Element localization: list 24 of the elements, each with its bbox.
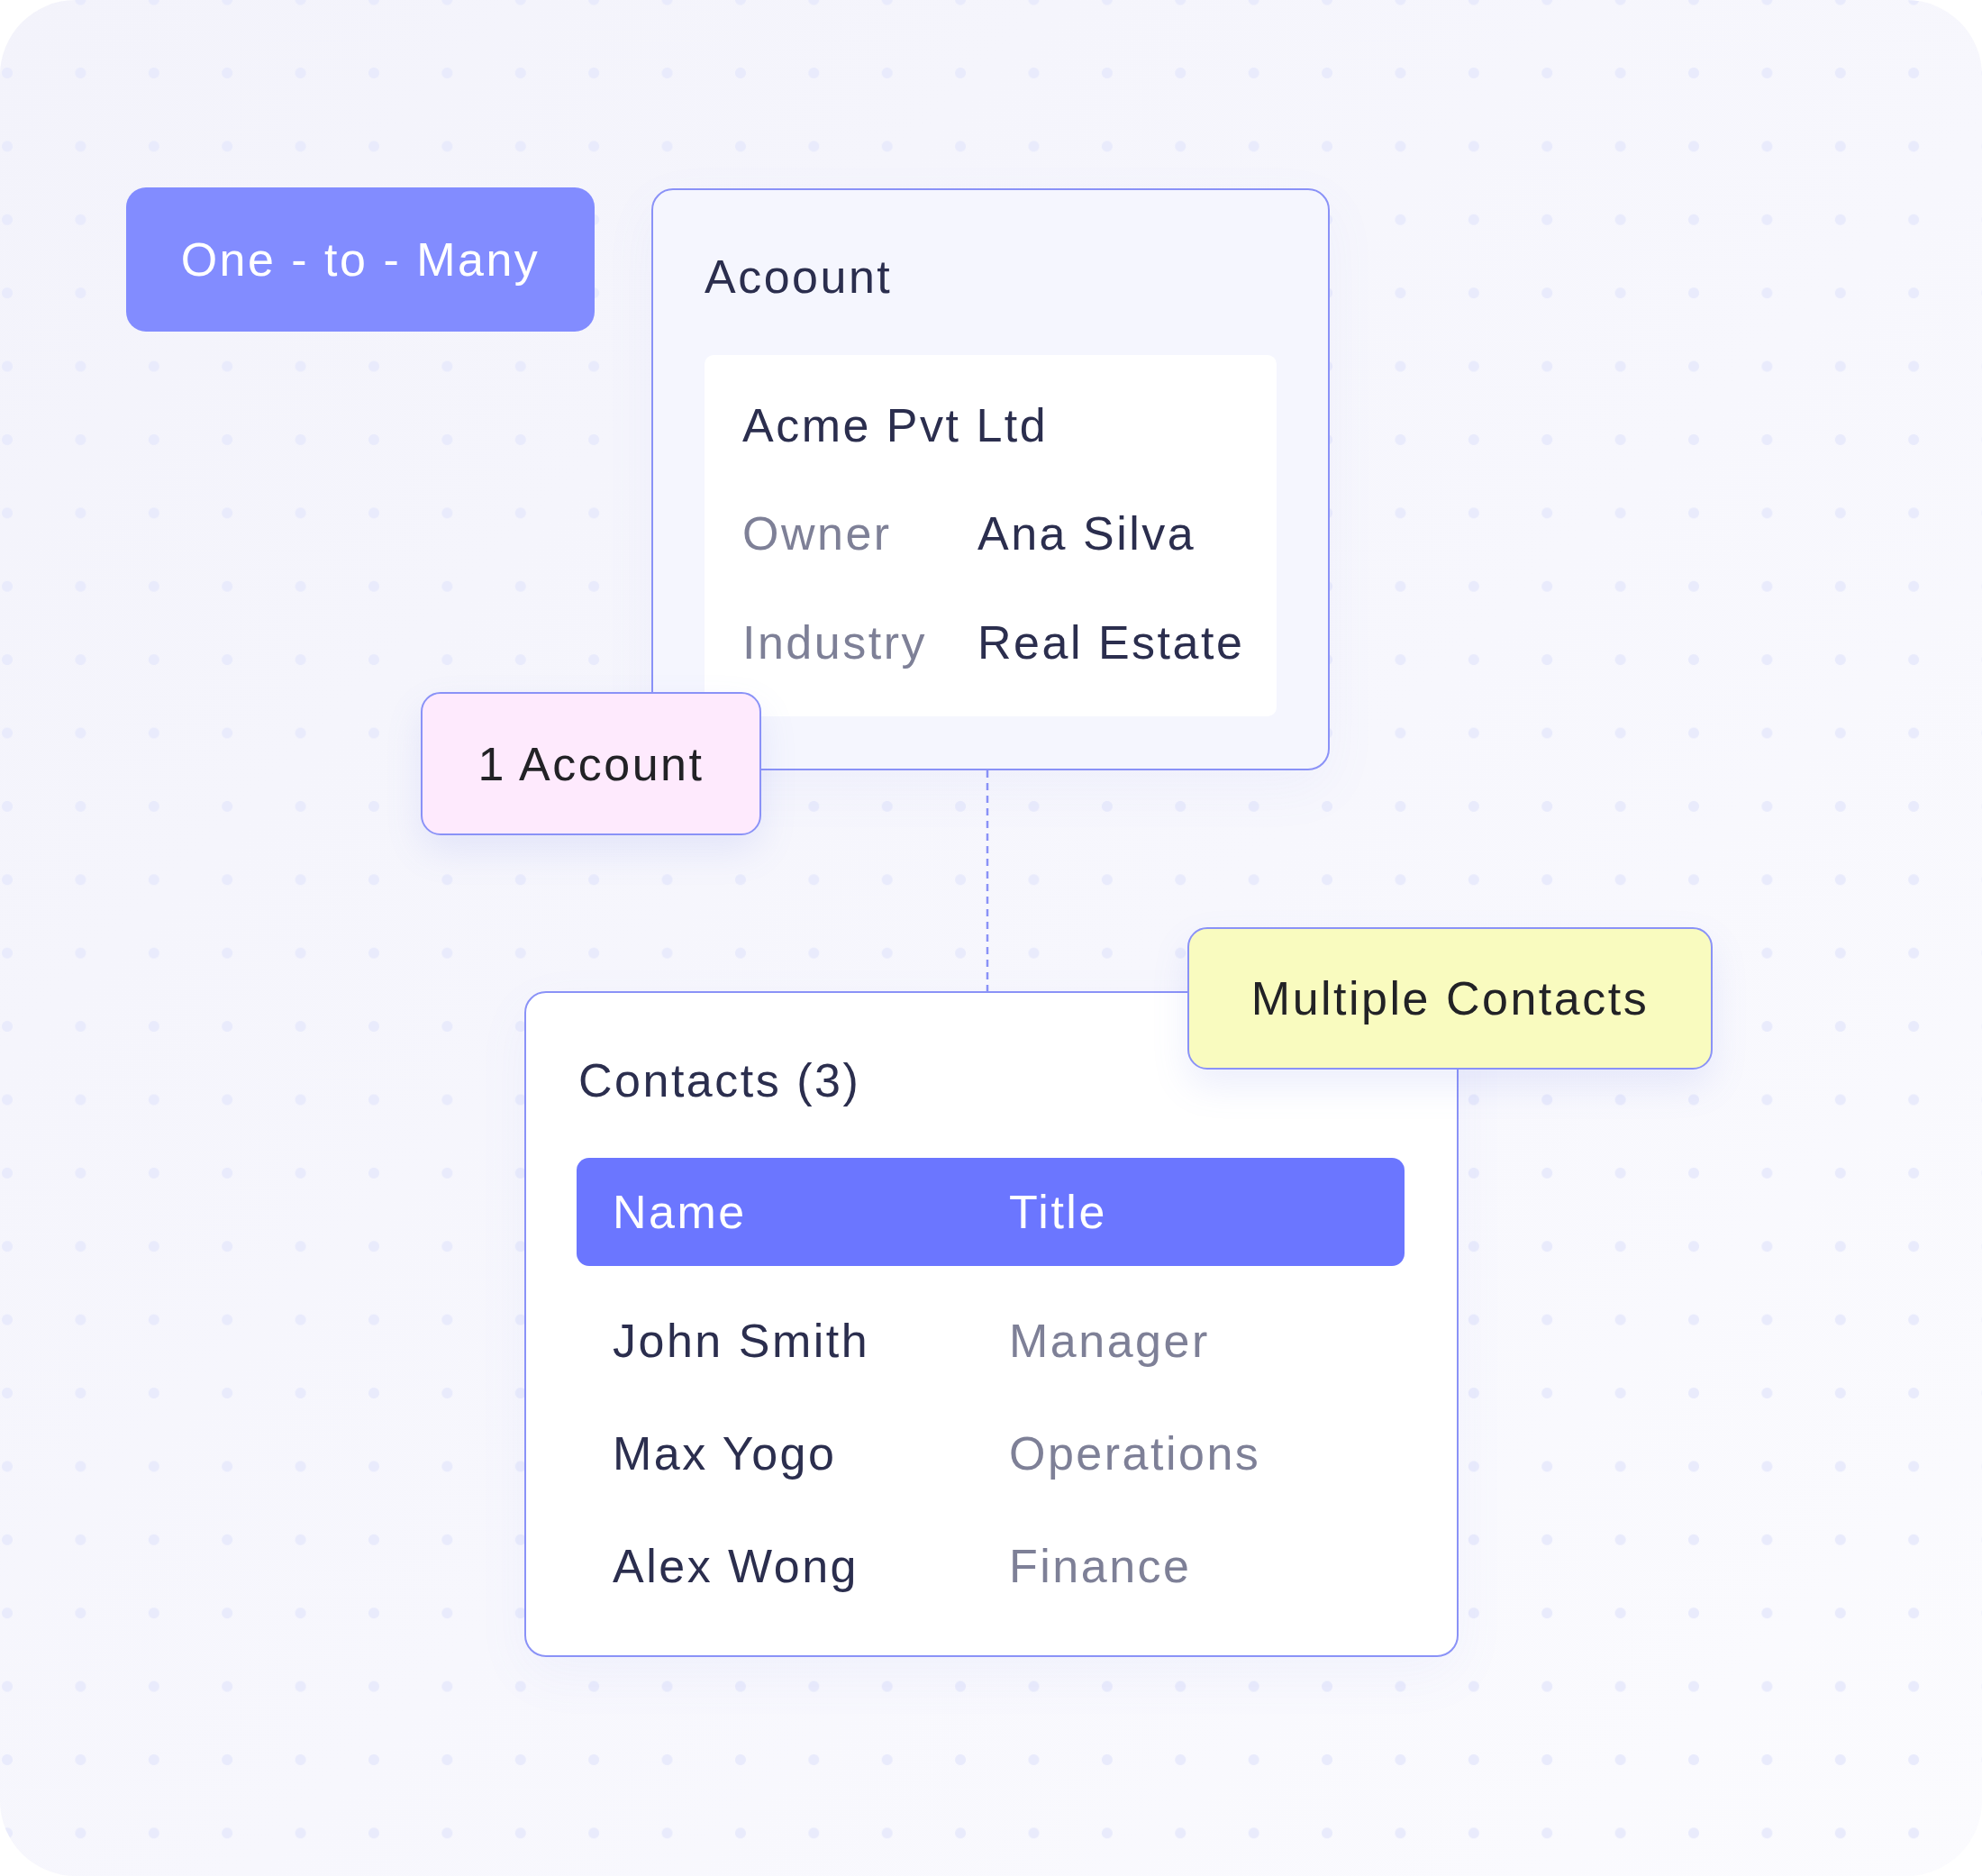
- cardinality-tag: [421, 692, 761, 835]
- job-title: Operations: [1009, 1426, 1261, 1480]
- cardinality-label: 1 Account: [477, 736, 705, 791]
- field-label: Industry: [742, 615, 927, 669]
- field-value: Real Estate: [977, 615, 1245, 669]
- contact-name: Alex Wong: [613, 1539, 859, 1593]
- card-title: Contacts (3): [578, 1053, 861, 1107]
- relationship-badge: [126, 187, 595, 332]
- contact-name: John Smith: [613, 1314, 870, 1368]
- table-header-bar: [577, 1158, 1405, 1266]
- card-title: Acoount: [705, 250, 893, 304]
- account-details-panel: [705, 355, 1277, 716]
- job-title: Manager: [1009, 1314, 1210, 1368]
- field-label: Owner: [742, 506, 892, 560]
- company-name: Acme Pvt Ltd: [742, 398, 1049, 452]
- field-value: Ana Silva: [977, 506, 1196, 560]
- relationship-label: One - to - Many: [180, 232, 541, 287]
- cardinality-tag: [1187, 927, 1713, 1070]
- dashed-connector: [986, 770, 989, 991]
- job-title: Finance: [1009, 1539, 1192, 1593]
- contact-name: Max Yogo: [613, 1426, 837, 1480]
- cardinality-label: Multiple Contacts: [1250, 971, 1650, 1025]
- column-header: Title: [1009, 1185, 1107, 1239]
- column-header: Name: [613, 1185, 747, 1239]
